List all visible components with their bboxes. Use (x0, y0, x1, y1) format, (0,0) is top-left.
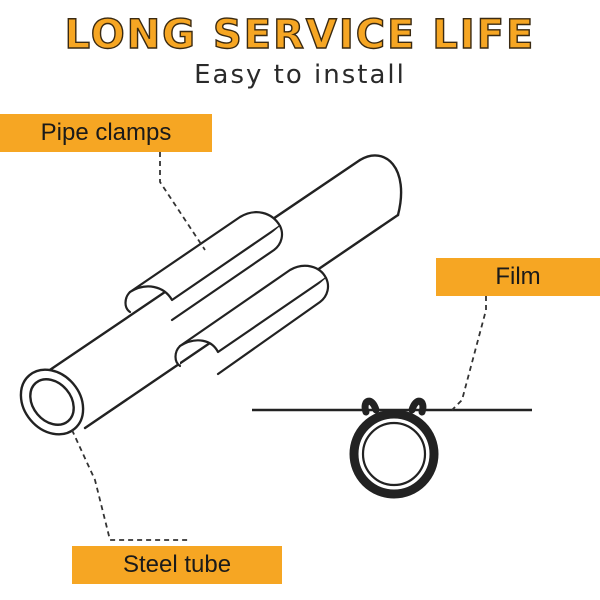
label-steel-tube-bg (72, 546, 282, 584)
leader-pipe-clamps (159, 152, 206, 251)
film-cross-section (252, 397, 532, 499)
pipe-clamps-illustration (124, 211, 330, 376)
label-film-bg (436, 258, 600, 296)
label-steel-tube: Steel tube (122, 551, 232, 578)
headline-subtitle: Easy to install (194, 60, 406, 90)
headline-title: LONG SERVICE LIFE (64, 11, 536, 58)
label-pipe-clamps: Pipe clamps (40, 119, 172, 146)
leader-steel-tube (71, 429, 190, 541)
label-film: Film (495, 263, 541, 290)
steel-tube-illustration (19, 154, 403, 436)
leader-film (451, 296, 487, 411)
label-pipe-clamps-bg (0, 114, 212, 152)
